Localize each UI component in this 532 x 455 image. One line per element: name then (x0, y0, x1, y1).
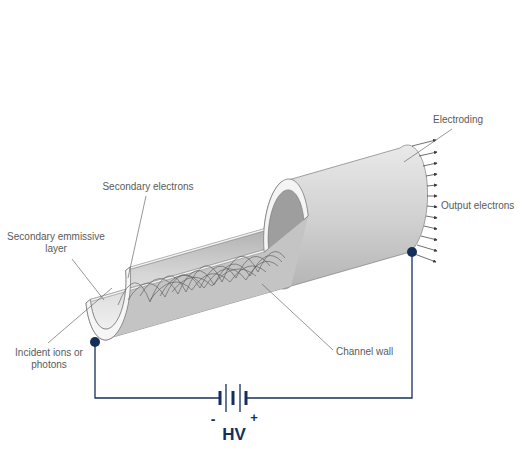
polarity-sign: + (247, 410, 261, 425)
part-label: Output electrons (441, 200, 529, 212)
output-electron-arrows (412, 140, 437, 262)
cylinder-step-face (264, 179, 309, 252)
part-label: Channel wall (336, 346, 416, 358)
part-label: Secondary electrons (90, 181, 206, 193)
hv-circuit (95, 252, 412, 412)
leader-lines (48, 129, 452, 350)
channel-end-face (86, 267, 131, 340)
voltage-label: HV (214, 425, 254, 444)
part-label: Electroding (433, 114, 513, 126)
electrode-contact (407, 247, 417, 257)
electrode-contact (90, 337, 100, 347)
electron-trajectories (118, 252, 285, 305)
polarity-sign: - (207, 411, 219, 427)
part-label: Secondary emmissive layer (4, 231, 108, 255)
near-cut-face (86, 248, 269, 303)
part-label: Incident ions or photons (3, 347, 95, 371)
